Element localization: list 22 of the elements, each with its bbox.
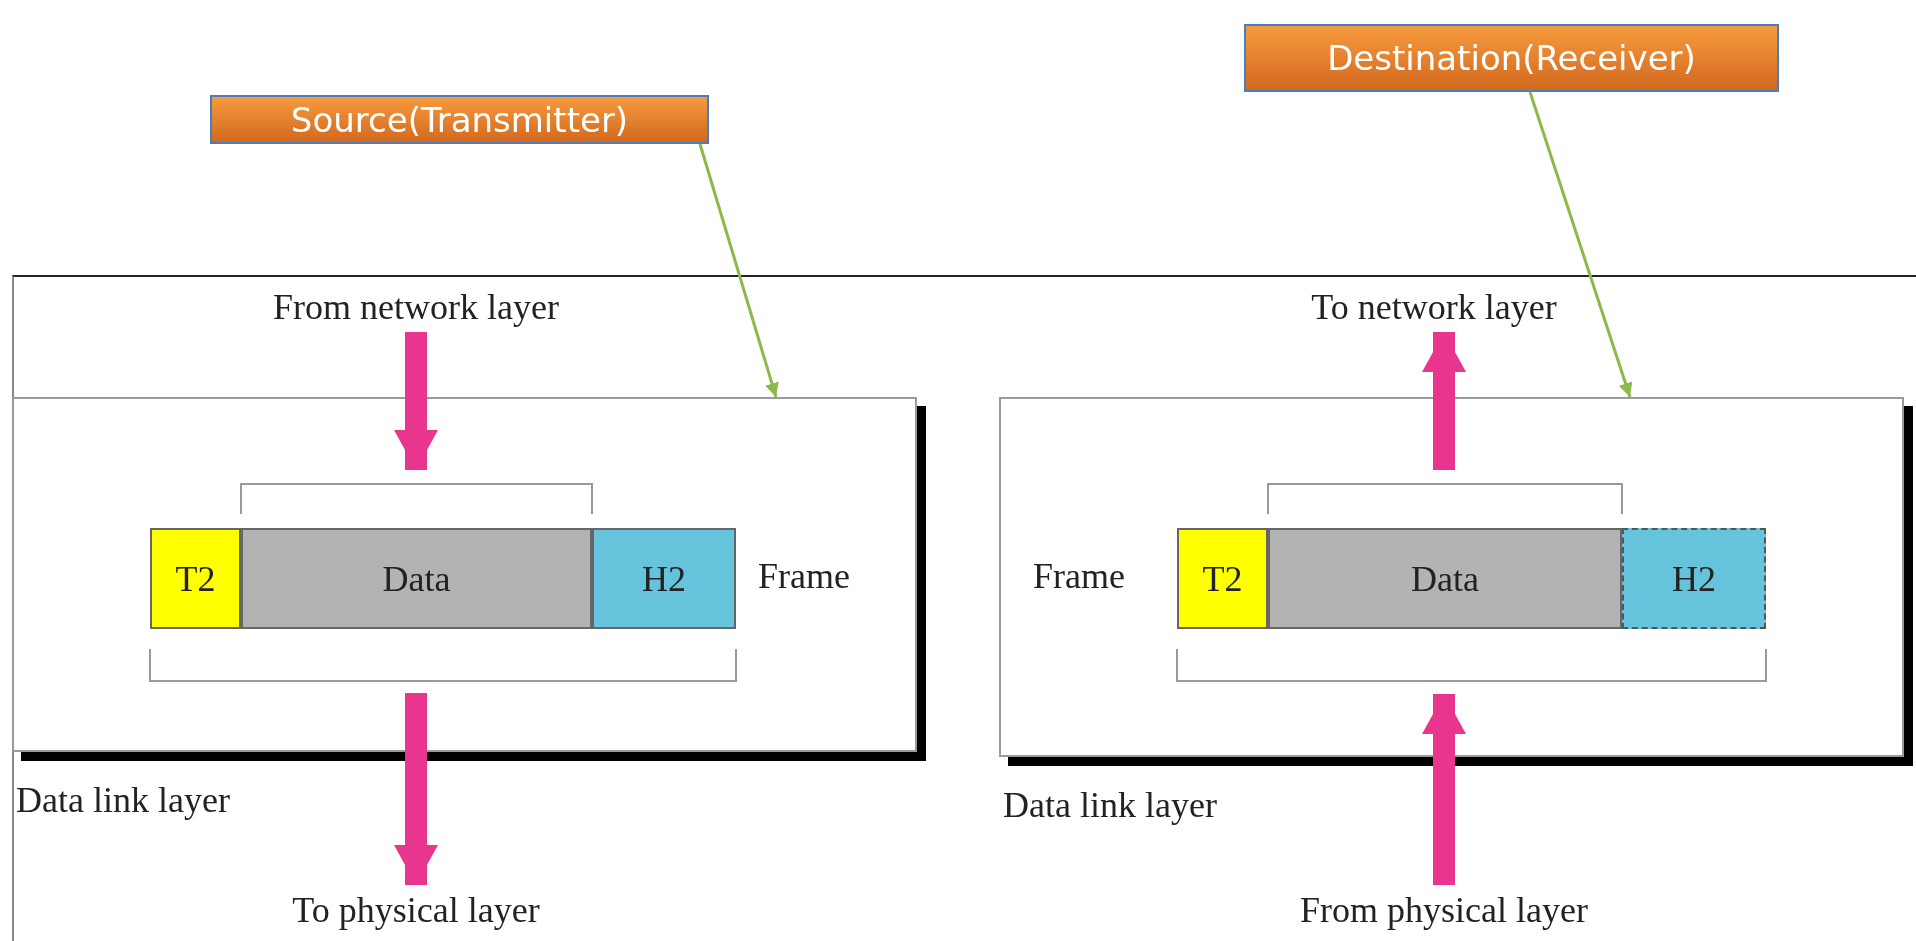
layer-label: Data link layer: [1003, 787, 1217, 823]
layer-caption: To physical layer: [236, 885, 596, 935]
frame-label: Frame: [758, 558, 850, 594]
leader-arrow: [698, 143, 779, 398]
callout-box: Destination(Receiver): [1244, 24, 1779, 92]
flow-arrow: [394, 693, 438, 885]
header-field: H2: [592, 528, 736, 629]
data-field: Data: [1268, 528, 1622, 629]
trailer-field: T2: [150, 528, 241, 629]
trailer-field: T2: [1177, 528, 1268, 629]
layer-caption: From physical layer: [1244, 885, 1644, 935]
callout-box: Source(Transmitter): [210, 95, 709, 144]
flow-arrow: [1422, 332, 1466, 470]
flow-arrow: [1422, 694, 1466, 885]
layer-caption: From network layer: [216, 282, 616, 332]
layer-caption: To network layer: [1284, 282, 1584, 332]
frame-label: Frame: [1033, 558, 1125, 594]
flow-arrow: [394, 332, 438, 470]
layer-label: Data link layer: [16, 782, 230, 818]
data-field: Data: [241, 528, 592, 629]
leader-arrow: [1528, 91, 1633, 398]
header-field: H2: [1622, 528, 1766, 629]
